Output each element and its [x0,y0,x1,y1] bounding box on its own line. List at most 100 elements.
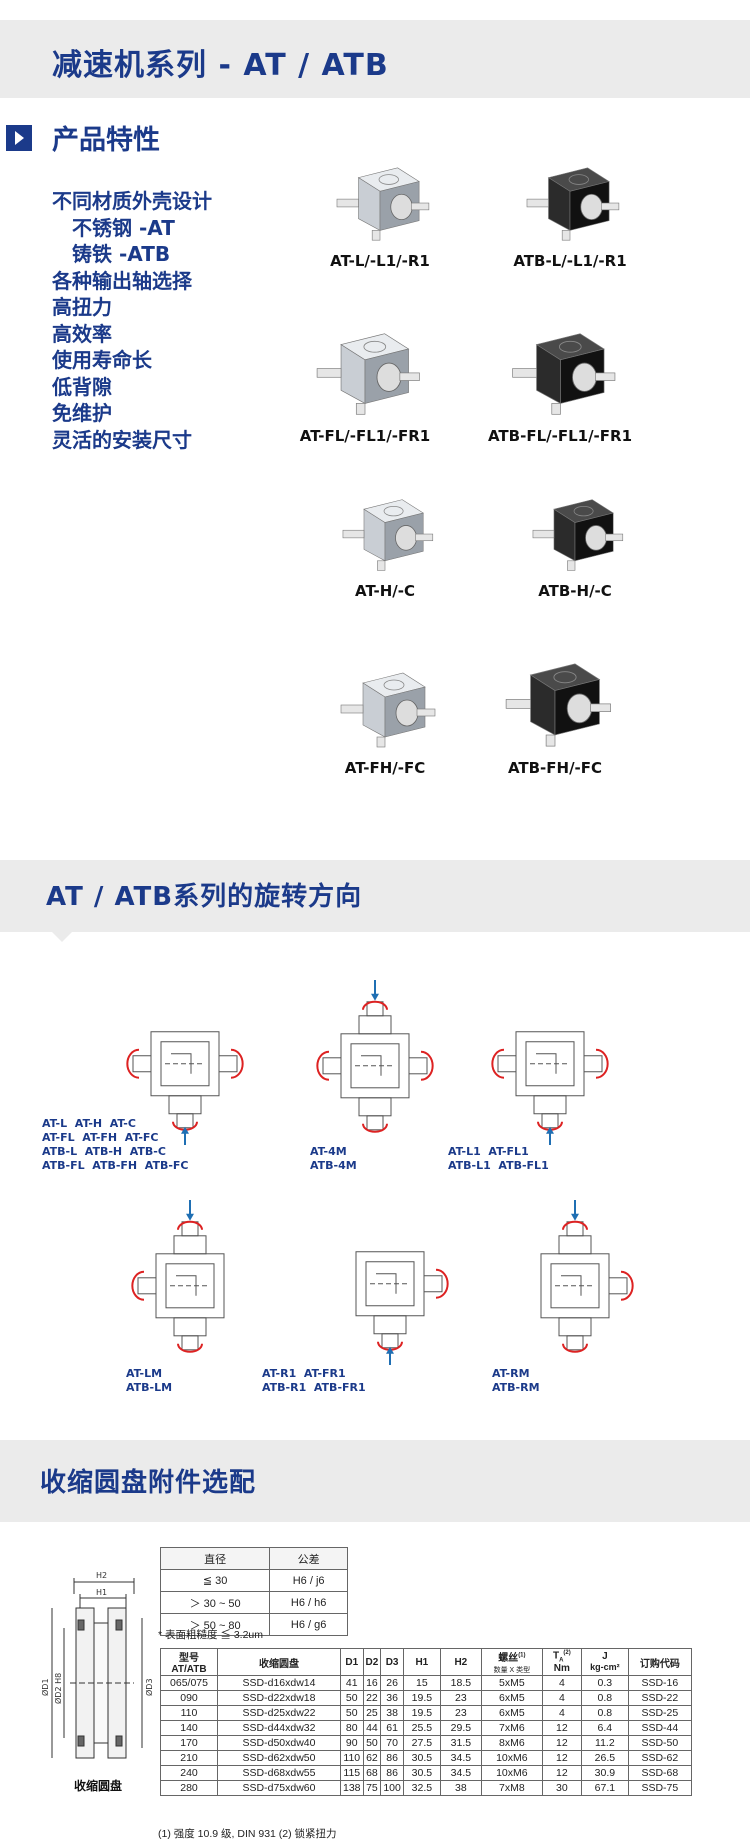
spec-cell: 8xM6 [480,1735,543,1751]
spec-cell: SSD-25 [627,1705,692,1721]
product-label: ATB-H/-C [538,582,612,600]
tol-header-diameter: 直径 [159,1547,271,1570]
spec-cell: 10xM6 [480,1765,543,1781]
product-card: ATB-FH/-FC [480,655,630,777]
spec-cell: 26 [380,1675,404,1691]
spec-cell: SSD-d44xdw32 [217,1720,341,1736]
rotation-label-lm: AT-LM ATB-LM [126,1367,173,1394]
spec-header-d3: D3 [380,1648,404,1676]
spec-cell: SSD-16 [627,1675,692,1691]
spec-cell: 80 [340,1720,364,1736]
spec-cell: 6.4 [580,1720,629,1736]
rotation-band: AT / ATB系列的旋转方向 [0,860,750,942]
spec-cell: 10xM6 [480,1750,543,1766]
spec-cell: 44 [362,1720,382,1736]
spec-cell: 0.8 [580,1705,629,1721]
spec-footnote: (1) 强度 10.9 级, DIN 931 (2) 锁紧扭力 [158,1828,337,1840]
feature-item: 高扭力 [52,295,112,319]
features-heading-row: 产品特性 [6,118,160,157]
product-label: ATB-L/-L1/-R1 [513,252,627,270]
spec-cell: 31.5 [439,1735,482,1751]
spec-cell: 115 [340,1765,364,1781]
feature-item: 不同材质外壳设计 [52,189,212,213]
spec-cell: SSD-d16xdw14 [217,1675,341,1691]
spec-cell: 110 [160,1705,218,1721]
rotation-label-l1: AT-L1 AT-FL1 ATB-L1 ATB-FL1 [448,1145,549,1172]
spec-cell: 90 [340,1735,364,1751]
rotation-label-r1: AT-R1 AT-FR1 ATB-R1 ATB-FR1 [262,1367,366,1394]
spec-cell: 30 [541,1780,582,1796]
product-label: AT-FH/-FC [344,759,426,777]
surface-roughness-note: * 表面粗糙度 ≦ 3.2um [158,1629,264,1641]
rotation-diagram [131,1200,225,1353]
spec-cell: 4 [541,1690,582,1706]
spec-cell: 75 [362,1780,382,1796]
product-card: ATB-L/-L1/-R1 [505,160,635,270]
spec-cell: 065/075 [160,1675,218,1691]
product-card: AT-FH/-FC [325,665,445,777]
spec-cell: 30.9 [580,1765,629,1781]
spec-cell: SSD-d50xdw40 [217,1735,341,1751]
spec-cell: 7xM6 [480,1720,543,1736]
spec-cell: 7xM8 [480,1780,543,1796]
spec-cell: 25 [362,1705,382,1721]
shrink-disk-title: 收缩圆盘附件选配 [40,1468,257,1498]
spec-cell: SSD-50 [627,1735,692,1751]
gearbox-image [342,499,434,571]
feature-item: 低背隙 [52,374,112,399]
spec-cell: 25.5 [402,1720,441,1736]
dim-label-h2: H2 [96,1571,107,1580]
gearbox-image [340,672,436,748]
rotation-label-4m: AT-4M ATB-4M [310,1145,357,1172]
spec-cell: 16 [362,1675,382,1691]
spec-cell: SSD-d62xdw50 [217,1750,341,1766]
spec-cell: 18.5 [439,1675,482,1691]
shrink-disk-drawing: H2 H1 ØD1 ØD2 H8 ØD3 收缩圆盘 [40,1571,154,1793]
spec-cell: 26.5 [580,1750,629,1766]
feature-item: 灵活的安装尺寸 [52,427,192,452]
spec-cell: 12 [541,1750,582,1766]
feature-item: 各种输出轴选择 [52,268,192,293]
spec-cell: SSD-d22xdw18 [217,1690,341,1706]
tol-cell: ≦ 30 [159,1569,271,1592]
product-label: ATB-FH/-FC [507,759,603,777]
product-card: AT-L/-L1/-R1 [315,160,445,270]
rotation-label-l: AT-L AT-H AT-C AT-FL AT-FH AT-FC ATB-L A… [42,1117,189,1172]
spec-cell: 30.5 [402,1750,441,1766]
spec-cell: 32.5 [402,1780,441,1796]
table-row: ＞ 50 ~ 80 H6 / g6 [159,1613,348,1636]
spec-header-torque: TA(2)Nm [541,1648,582,1676]
title-band: 减速机系列 - AT / ATB [0,20,750,98]
gearbox-image [336,167,430,241]
gearbox-image [511,333,615,415]
product-label: ATB-FL/-FL1/-FR1 [487,427,633,445]
product-card: AT-H/-C [325,492,445,600]
spec-cell: SSD-d68xdw55 [217,1765,341,1781]
feature-item: 铸铁 -ATB [72,242,171,266]
spec-cell: 12 [541,1735,582,1751]
spec-cell: 090 [160,1690,218,1706]
gearbox-image [505,663,611,747]
dim-label-d2: ØD2 H8 [53,1673,63,1704]
spec-cell: 0.8 [580,1690,629,1706]
product-label: AT-H/-C [355,582,415,600]
tol-cell: ＞ 50 ~ 80 [159,1613,271,1636]
dim-label-h1: H1 [96,1588,107,1597]
spec-cell: 240 [160,1765,218,1781]
spec-cell: 50 [340,1690,364,1706]
spec-header-bolt: 螺丝(1)数量 X 类型 [480,1648,543,1676]
spec-cell: SSD-d25xdw22 [217,1705,341,1721]
spec-cell: 140 [160,1720,218,1736]
table-row: ≦ 30 H6 / j6 [159,1569,348,1592]
dim-label-d1: ØD1 [40,1678,50,1696]
disk-caption: 收缩圆盘 [74,1778,122,1793]
